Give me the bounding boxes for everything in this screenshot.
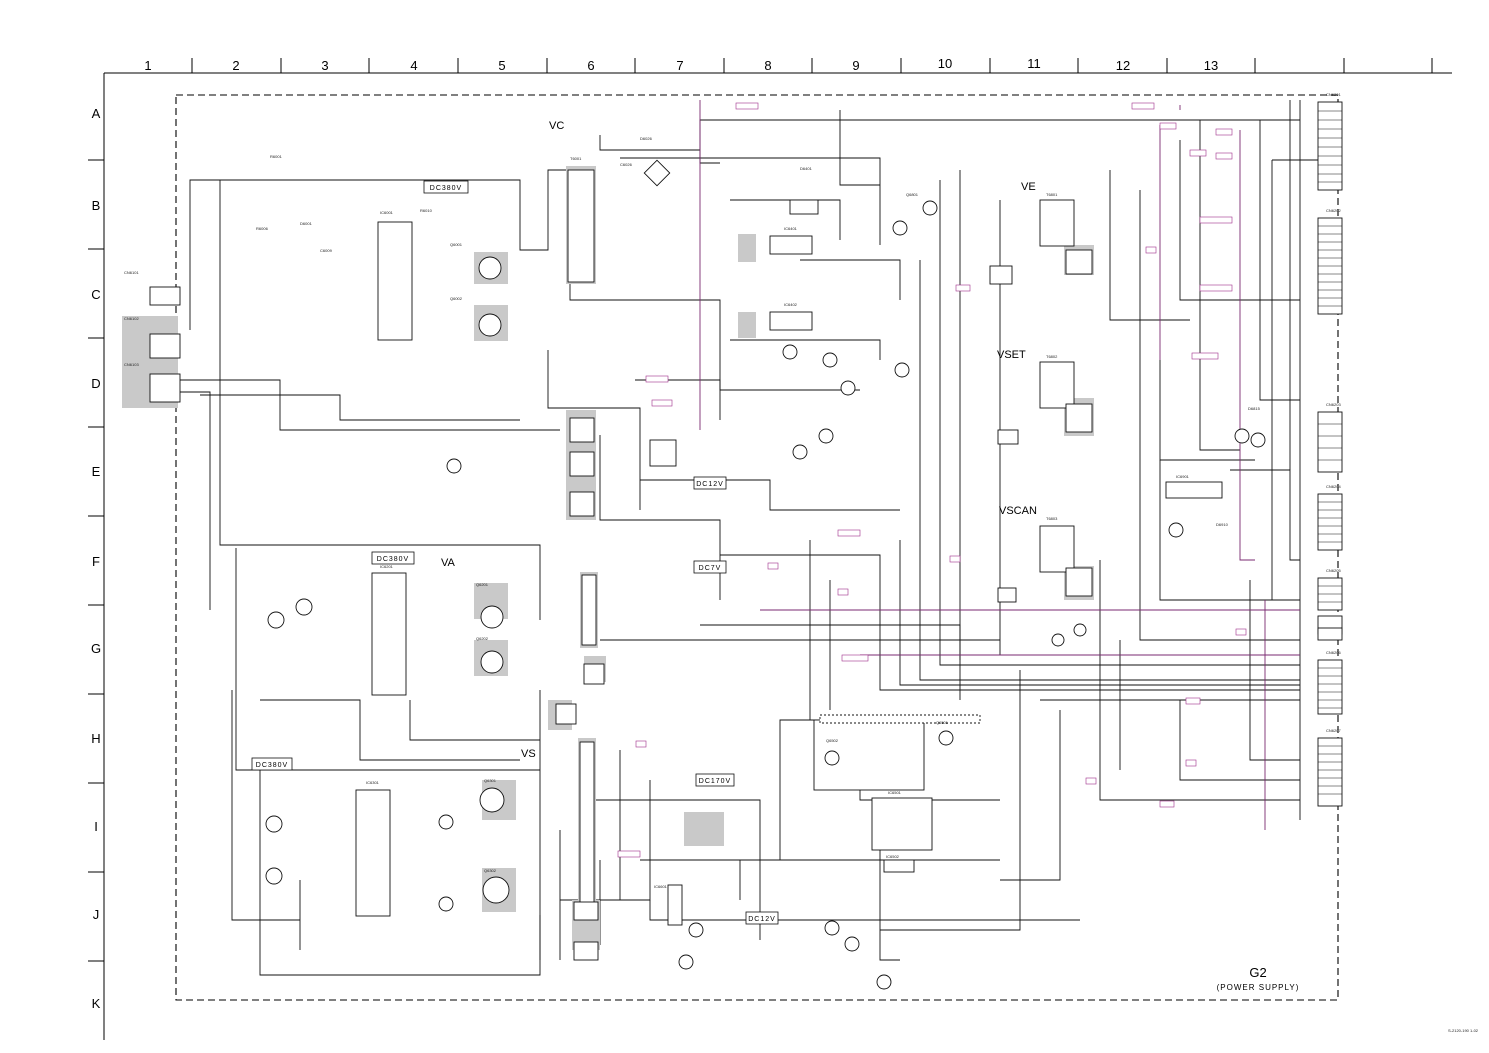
svg-text:CN6103: CN6103 — [124, 362, 139, 367]
column-numbers: 1 2 3 4 5 6 7 8 9 10 11 12 13 — [144, 56, 1218, 73]
svg-text:R6010: R6010 — [420, 208, 433, 213]
column-number: 12 — [1116, 58, 1130, 73]
svg-text:R6001: R6001 — [270, 154, 283, 159]
svg-text:D6815: D6815 — [1248, 406, 1261, 411]
svg-text:Q6001: Q6001 — [450, 242, 463, 247]
svg-text:T6001: T6001 — [570, 156, 582, 161]
svg-text:Q6302: Q6302 — [484, 868, 497, 873]
svg-text:CN6201: CN6201 — [1326, 92, 1341, 97]
svg-text:D6401: D6401 — [800, 166, 813, 171]
section-label-va: VA — [441, 557, 456, 569]
voltage-box-dc7: DC7V — [699, 565, 722, 572]
column-number: 3 — [321, 58, 328, 73]
svg-text:CN6205: CN6205 — [1326, 568, 1341, 573]
voltage-boxes: DC380V DC380V DC380V DC12V DC12V DC7V DC… — [251, 180, 779, 925]
row-letter: F — [92, 554, 100, 569]
sheet-frame — [103, 72, 1452, 1040]
column-number: 8 — [764, 58, 771, 73]
right-connectors — [1317, 101, 1343, 807]
shaded-areas — [122, 166, 1094, 950]
svg-text:D6910: D6910 — [1216, 522, 1229, 527]
voltage-box-dc380-low: DC380V — [256, 762, 288, 769]
svg-text:T6802: T6802 — [1046, 354, 1058, 359]
voltage-box-dc12-lower: DC12V — [748, 916, 776, 923]
section-label-vset: VSET — [997, 349, 1026, 361]
column-number: 4 — [410, 58, 417, 73]
row-letters: A B C D E F G H I J K — [91, 106, 101, 1011]
row-letter: K — [92, 996, 101, 1011]
board-title: G2 — [1249, 965, 1266, 980]
svg-text:Q6502: Q6502 — [826, 738, 839, 743]
column-ticks — [191, 58, 1433, 73]
wiring — [178, 100, 1320, 976]
transistors — [265, 200, 1266, 990]
svg-text:Q6801: Q6801 — [906, 192, 919, 197]
svg-text:Q6301: Q6301 — [484, 778, 497, 783]
column-number: 2 — [232, 58, 239, 73]
svg-text:CN6102: CN6102 — [124, 316, 139, 321]
column-number: 1 — [144, 58, 151, 73]
svg-text:CN6204: CN6204 — [1326, 484, 1341, 489]
voltage-box-dc380-mid: DC380V — [377, 556, 409, 563]
svg-text:Q6201: Q6201 — [476, 582, 489, 587]
svg-text:CN6206: CN6206 — [1326, 650, 1341, 655]
svg-text:T6803: T6803 — [1046, 516, 1058, 521]
svg-text:Q6202: Q6202 — [476, 636, 489, 641]
row-letter: C — [91, 287, 100, 302]
svg-text:CN6101: CN6101 — [124, 270, 139, 275]
row-letter: H — [91, 731, 100, 746]
svg-text:S-2120-190 1-02: S-2120-190 1-02 — [1448, 1028, 1479, 1033]
column-number: 11 — [1027, 56, 1041, 71]
row-letter: J — [93, 907, 100, 922]
svg-text:Q6002: Q6002 — [450, 296, 463, 301]
svg-text:IC6502: IC6502 — [886, 854, 900, 859]
svg-text:R6006: R6006 — [256, 226, 269, 231]
column-number: 5 — [498, 58, 505, 73]
svg-text:IC6601: IC6601 — [654, 884, 668, 889]
voltage-box-dc170: DC170V — [699, 778, 731, 785]
svg-text:CN6207: CN6207 — [1326, 728, 1341, 733]
svg-text:D6001: D6001 — [300, 221, 313, 226]
row-letter: I — [94, 819, 98, 834]
row-letter: B — [92, 198, 101, 213]
row-ticks — [88, 159, 104, 962]
column-number: 10 — [938, 56, 952, 71]
board-subtitle: (POWER SUPPLY) — [1217, 983, 1300, 992]
svg-text:C6026: C6026 — [620, 162, 633, 167]
svg-text:IC6201: IC6201 — [380, 564, 394, 569]
svg-text:IC6501: IC6501 — [888, 790, 902, 795]
svg-text:IC6301: IC6301 — [366, 780, 380, 785]
section-label-vc: VC — [549, 120, 564, 132]
column-number: 6 — [587, 58, 594, 73]
svg-text:CN6202: CN6202 — [1326, 208, 1341, 213]
section-label-vscan: VSCAN — [999, 505, 1037, 517]
svg-text:IC6901: IC6901 — [1176, 474, 1190, 479]
section-labels: VC VE VSET VSCAN VA VS — [441, 120, 1037, 760]
section-label-ve: VE — [1021, 181, 1036, 193]
svg-text:T6801: T6801 — [1046, 192, 1058, 197]
row-letter: A — [92, 106, 101, 121]
board-title-block: G2 (POWER SUPPLY) — [1217, 965, 1300, 992]
svg-text:IC6402: IC6402 — [784, 302, 798, 307]
svg-text:D6026: D6026 — [640, 136, 653, 141]
column-number: 9 — [852, 58, 859, 73]
column-number: 7 — [676, 58, 683, 73]
row-letter: E — [92, 464, 101, 479]
svg-text:IC6001: IC6001 — [380, 210, 394, 215]
svg-text:CN6203: CN6203 — [1326, 402, 1341, 407]
svg-text:C6009: C6009 — [320, 248, 333, 253]
row-letter: D — [91, 376, 100, 391]
column-number: 13 — [1204, 58, 1218, 73]
row-letter: G — [91, 641, 101, 656]
svg-text:Q6501: Q6501 — [936, 720, 949, 725]
voltage-box-dc380-top: DC380V — [430, 185, 462, 192]
net-tags — [617, 102, 1247, 858]
section-label-vs: VS — [521, 748, 536, 760]
components — [149, 159, 1223, 961]
voltage-box-dc12-upper: DC12V — [696, 481, 724, 488]
svg-text:IC6401: IC6401 — [784, 226, 798, 231]
